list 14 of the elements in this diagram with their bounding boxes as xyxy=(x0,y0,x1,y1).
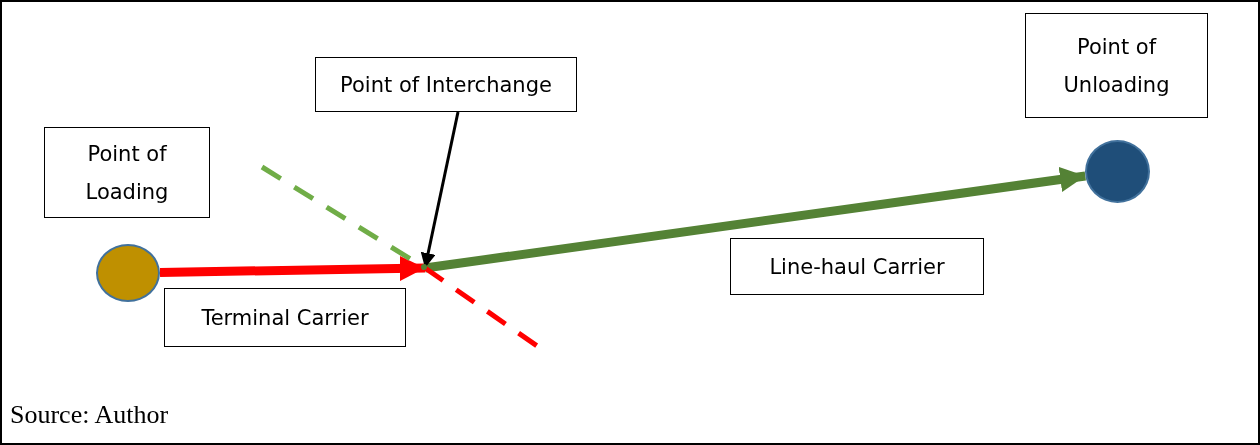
box-text: Point of Loading xyxy=(84,140,170,206)
label-box xyxy=(44,127,210,218)
arrow xyxy=(159,255,426,281)
arrow xyxy=(424,167,1086,273)
box-text: Terminal Carrier xyxy=(200,304,370,332)
label-box xyxy=(315,57,577,112)
label-box xyxy=(1025,13,1208,118)
label-box xyxy=(730,238,984,295)
box-text: Point of Unloading xyxy=(1062,33,1171,99)
source-note: Source: Author xyxy=(10,400,169,430)
junction-point xyxy=(421,264,427,270)
label-box xyxy=(164,288,406,347)
box-text: Point of Interchange xyxy=(339,71,553,99)
box-text: Line-haul Carrier xyxy=(768,253,946,281)
